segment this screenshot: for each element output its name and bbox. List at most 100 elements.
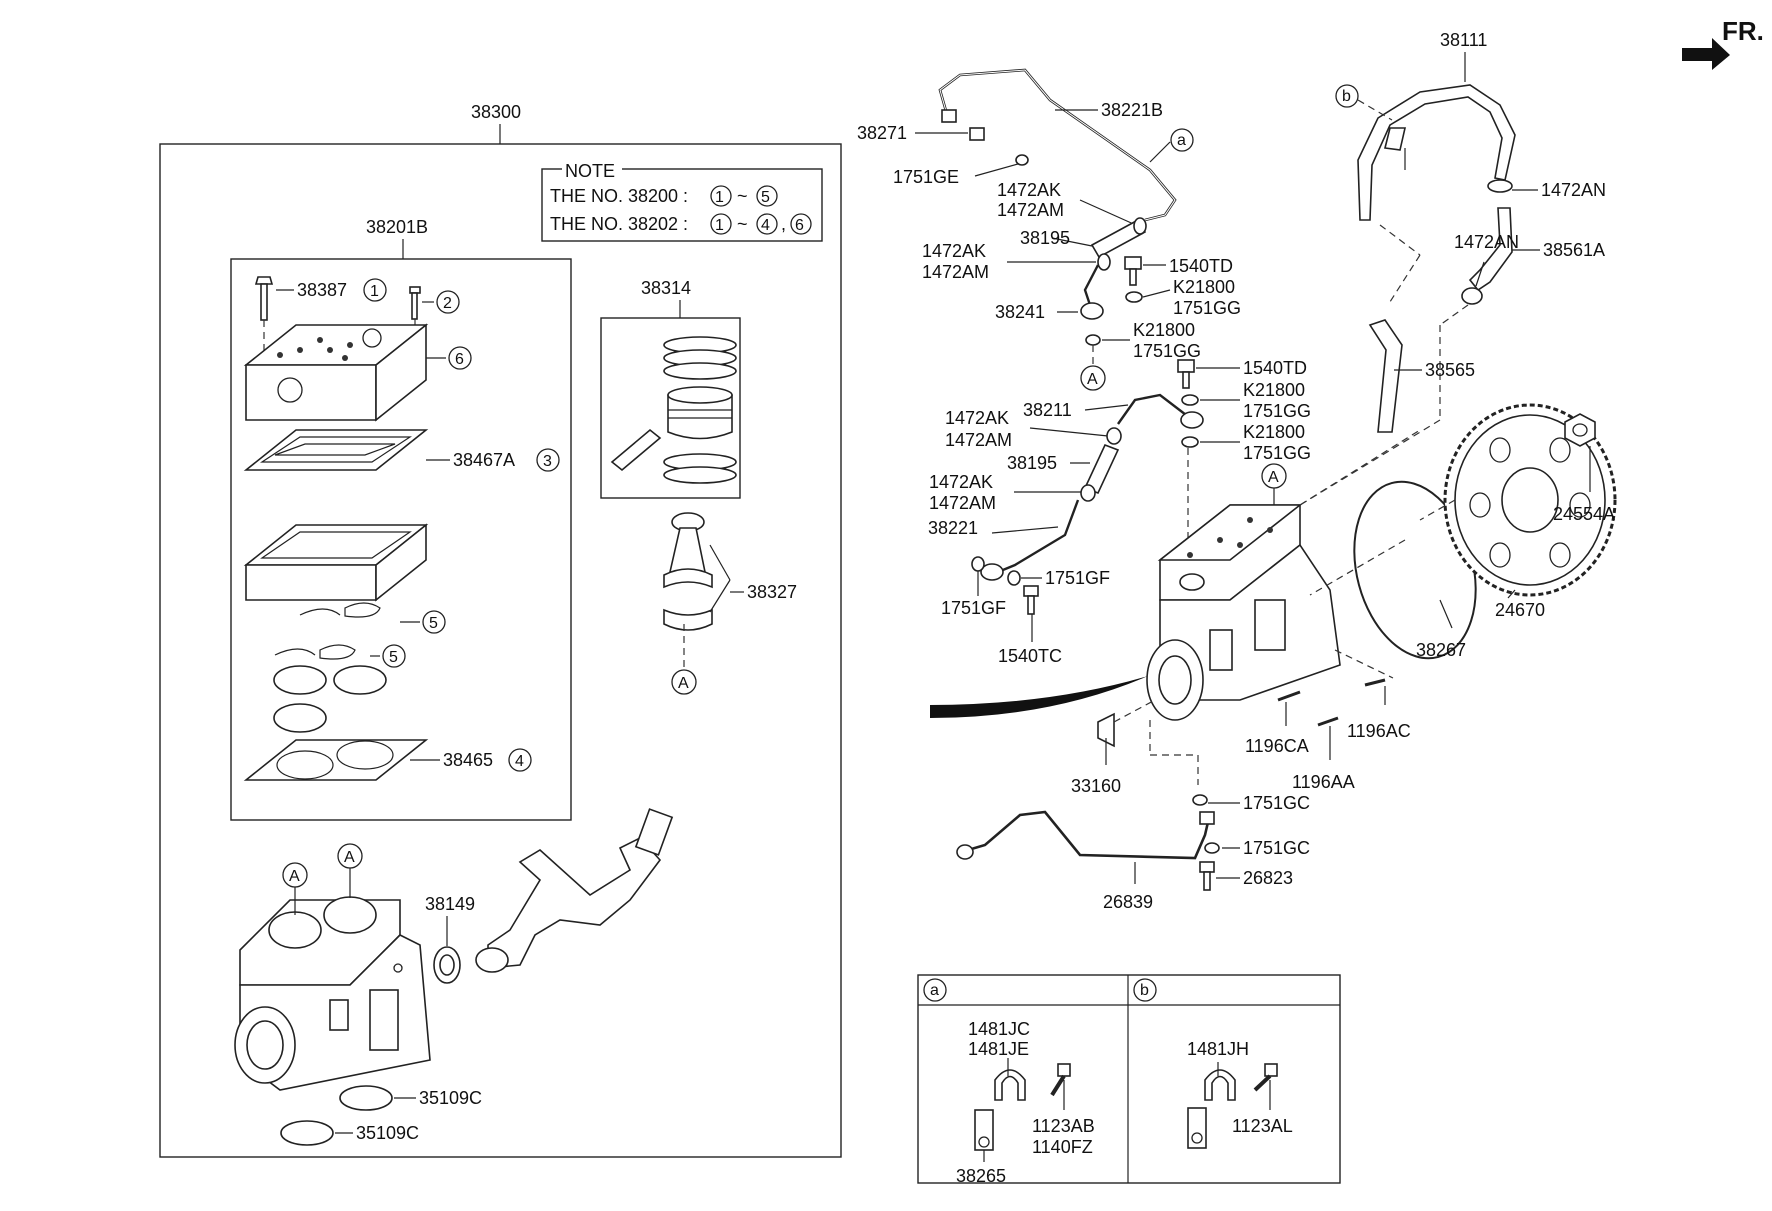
- front-arrow-icon: [1682, 38, 1730, 70]
- bolt-38387-ref: 1: [370, 283, 379, 300]
- base-gasket: [243, 739, 429, 781]
- conrod-ref: A: [678, 675, 689, 692]
- detail-tag-b: b: [1140, 982, 1149, 999]
- drive-gear-24670: [1443, 403, 1617, 597]
- connecting-rod: [663, 512, 713, 668]
- oring-1751GF-right-label: 1751GF: [1045, 568, 1110, 588]
- nut-24554A: [1564, 413, 1596, 447]
- drive-sweep: [930, 676, 1148, 718]
- clamp-2-label-b: 1472AM: [922, 262, 989, 282]
- piston: [610, 386, 733, 472]
- head-gasket-upper: [243, 429, 429, 471]
- coupler-label: 33160: [1071, 776, 1121, 796]
- gear-label: 24670: [1495, 600, 1545, 620]
- bolt-1540TC-label: 1540TC: [998, 646, 1062, 666]
- note-line-1-from: 1: [715, 189, 724, 206]
- connector-38241: [1080, 264, 1104, 320]
- clamp-1-label-b: 1472AM: [997, 200, 1064, 220]
- piston-kit-frame: [600, 317, 741, 499]
- gasket-kit-frame: [230, 258, 572, 821]
- note-line-2-comma: ,: [781, 214, 786, 234]
- valve-ref-b: 5: [389, 649, 398, 666]
- note-line-2-sep: ~: [737, 214, 748, 234]
- washer-3-label-b: 1751GG: [1243, 401, 1311, 421]
- note-line-2-text: THE NO. 38202 :: [550, 214, 688, 234]
- seal-label: 38149: [425, 894, 475, 914]
- valve-plate: [243, 523, 429, 602]
- bolt-1196AC-label: 1196AC: [1347, 721, 1411, 741]
- note-box: NOTE THE NO. 38200 : 1 ~ 5 THE NO. 38202…: [541, 161, 823, 242]
- intermediate-gaskets: [273, 665, 387, 733]
- plug-2-label: 35109C: [356, 1123, 419, 1143]
- plug-1: [339, 1085, 393, 1111]
- crankcase: [234, 896, 431, 1091]
- nut-label: 24554A: [1553, 504, 1615, 524]
- piston-rings-bottom: [663, 453, 737, 484]
- hose-38195-top-label: 38195: [1020, 228, 1070, 248]
- note-line-1-to: 5: [761, 189, 770, 206]
- detail-a-label-1: 1481JE: [968, 1039, 1029, 1059]
- ref-b-right: b: [1342, 88, 1351, 105]
- note-line-2-extra: 6: [795, 217, 804, 234]
- plug-1-label: 35109C: [419, 1088, 482, 1108]
- hose-38565: [1368, 319, 1403, 433]
- crank-seal: [433, 946, 461, 984]
- oil-tube-label: 26839: [1103, 892, 1153, 912]
- oring-1751GE-label: 1751GE: [893, 167, 959, 187]
- note-line-2-from: 1: [715, 217, 724, 234]
- bolt-26823: [1199, 861, 1215, 891]
- clip-a: [974, 1058, 1026, 1151]
- bolt-26823-label: 26823: [1243, 868, 1293, 888]
- note-line-2-to: 4: [761, 217, 770, 234]
- hose-38195-lower-label: 38195: [1007, 453, 1057, 473]
- banjo-bolt-38271: [941, 109, 985, 141]
- valve-ref-a: 5: [429, 615, 438, 632]
- bolt-1123AL: [1253, 1063, 1278, 1110]
- piping-group: 38221B a 38271 1751GE 1472AK 1472AM 3819…: [857, 68, 1311, 666]
- detail-table: a b 1481JC 1481JE 1123AB 1140FZ 38265 14…: [917, 974, 1341, 1186]
- detail-a-label-0: 1481JC: [968, 1019, 1030, 1039]
- cylinder-head: [243, 323, 429, 422]
- gasket-38467A-ref: 3: [543, 453, 552, 470]
- hose-38565-label: 38565: [1425, 360, 1475, 380]
- oil-tube-26839: [967, 810, 1210, 860]
- bolt-1196AA-label: 1196AA: [1292, 772, 1355, 792]
- crankshaft: [475, 808, 674, 973]
- note-title: NOTE: [565, 161, 615, 181]
- detail-a-label-2: 1123AB: [1032, 1116, 1095, 1136]
- bolt-1123AB: [1050, 1063, 1071, 1110]
- reed-valve-2: [274, 644, 356, 660]
- bolt-38387-label: 38387: [297, 280, 347, 300]
- clamp-1472AN-upper-label: 1472AN: [1541, 180, 1606, 200]
- reed-valve-1: [299, 602, 381, 618]
- assembly-38300-group: 38300 NOTE THE NO. 38200 : 1 ~ 5 THE NO.…: [159, 102, 842, 1158]
- ref-A-1: A: [1087, 371, 1098, 388]
- front-label: FR.: [1722, 16, 1764, 46]
- banjo-bolt-label: 38271: [857, 123, 907, 143]
- clamp-4-label-a: 1472AK: [929, 472, 993, 492]
- washer-2-label-b: 1751GG: [1133, 341, 1201, 361]
- bolt-1196AC: [1334, 649, 1394, 705]
- oring-1751GC-upper-label: 1751GC: [1243, 793, 1310, 813]
- oring-1751GC-lower-label: 1751GC: [1243, 838, 1310, 858]
- bolt-1540TD-top-label: 1540TD: [1169, 256, 1233, 276]
- washer-4-label-b: 1751GG: [1243, 443, 1311, 463]
- ref-A-2: A: [1268, 469, 1279, 486]
- detail-tag-a: a: [930, 982, 939, 999]
- assembly-frame: [159, 143, 842, 1158]
- oring-1751GF-left-label: 1751GF: [941, 598, 1006, 618]
- front-direction-indicator: FR.: [1682, 16, 1764, 70]
- detail-a-label-4: 38265: [956, 1166, 1006, 1186]
- piston-kit-number: 38314: [641, 278, 691, 298]
- air-compressor: [1146, 504, 1341, 721]
- tube-38211: [1117, 393, 1191, 425]
- bolt-1540TD-lower: [1177, 359, 1195, 389]
- clamp-2-label-a: 1472AK: [922, 241, 986, 261]
- gasket-38467A-label: 38467A: [453, 450, 515, 470]
- clamp-3-label-a: 1472AK: [945, 408, 1009, 428]
- clamp-1472AN-lower-label: 1472AN: [1454, 232, 1519, 252]
- stud-ref: 2: [443, 295, 452, 312]
- bolt-1196AA: [1317, 716, 1339, 760]
- gasket-38465-ref: 4: [515, 753, 524, 770]
